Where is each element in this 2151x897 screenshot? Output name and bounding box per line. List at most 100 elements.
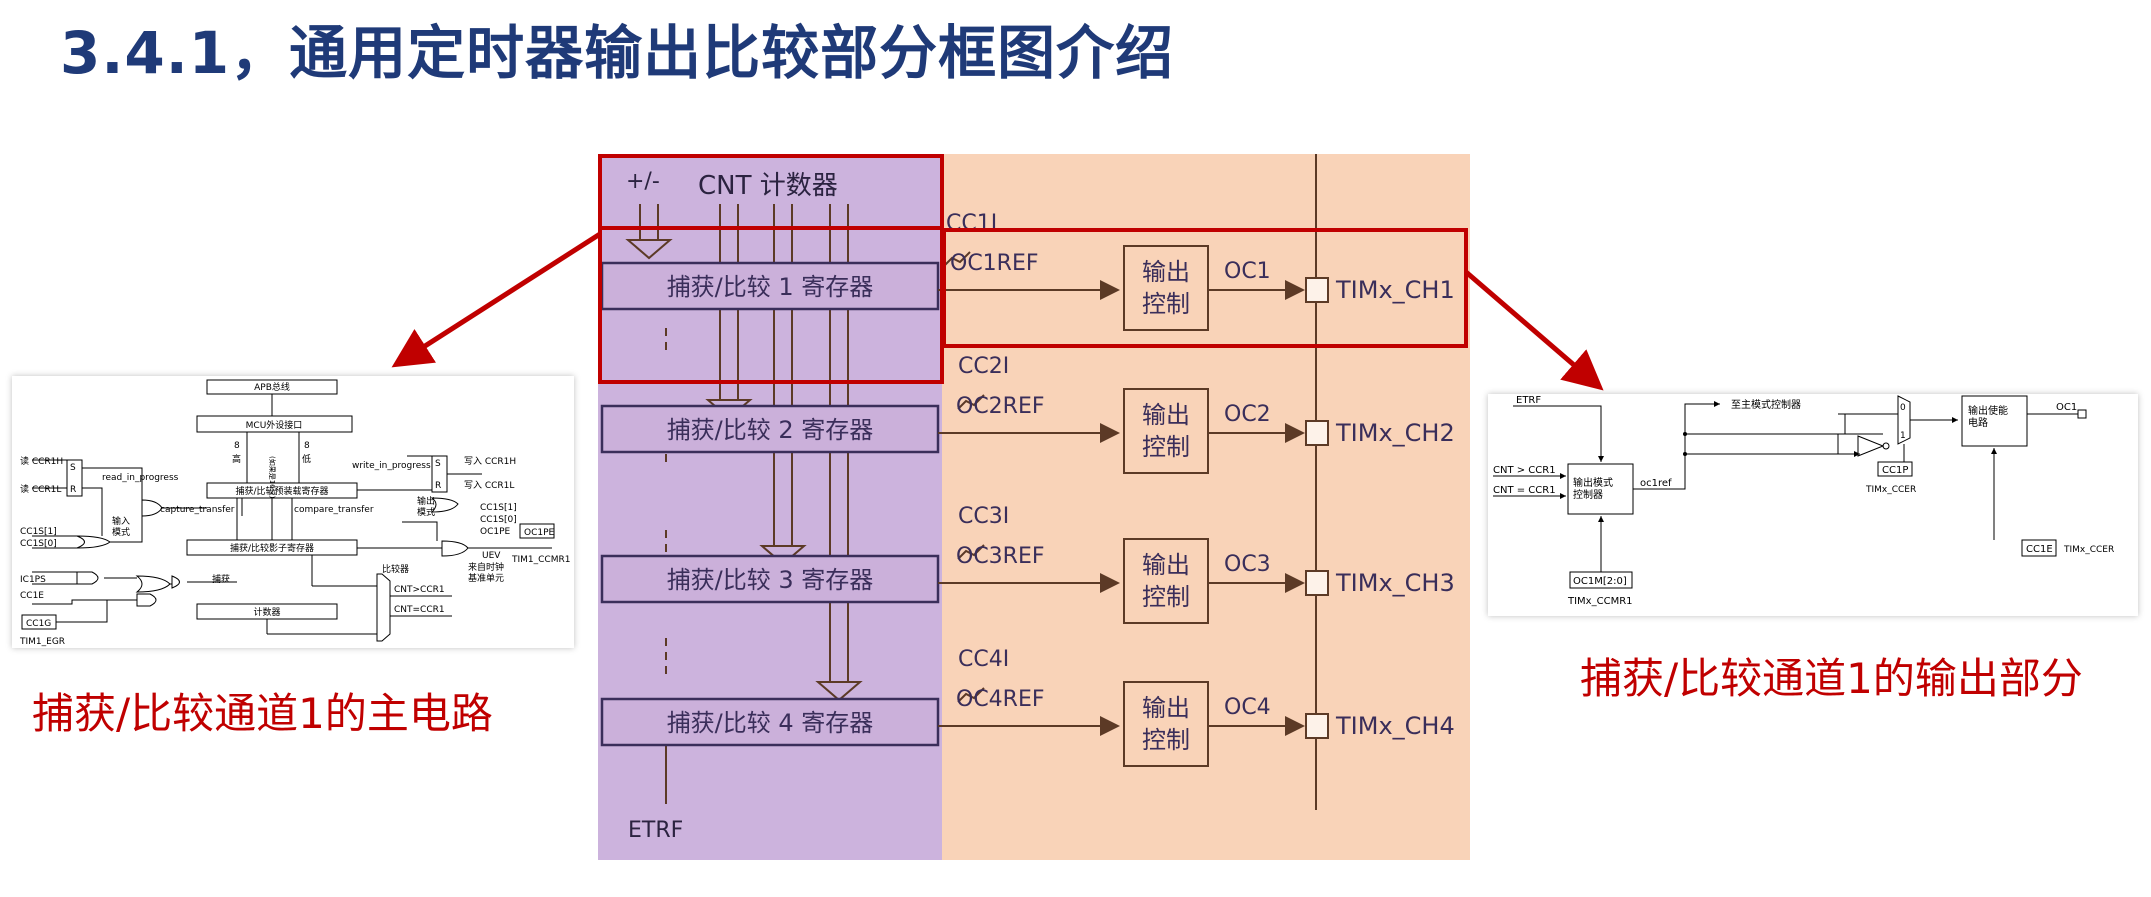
interrupt-signal-1	[943, 251, 971, 267]
capture-compare-register-4	[600, 697, 940, 747]
bus-arrow-1	[625, 204, 673, 260]
read-in-progress-label: read_in_progress	[102, 473, 179, 483]
oc1-pin	[2077, 409, 2087, 419]
interrupt-label-1: CC1I	[946, 211, 997, 236]
output-enable-label: 输出使能电路	[1968, 404, 2008, 429]
caption-main-circuit: 捕获/比较通道1的主电路	[32, 689, 493, 738]
ref-label-2: OC2REF	[956, 394, 1045, 419]
output-enable-box	[1961, 395, 2028, 447]
bus16-label: (如果是16位)	[268, 456, 277, 499]
ref-label-1: OC1REF	[950, 251, 1039, 276]
capture-compare-register-2	[600, 404, 940, 454]
cc1s1-right: CC1S[1]	[480, 503, 517, 513]
oc1-label: OC1	[2056, 402, 2077, 413]
latch-right-r: R	[435, 481, 441, 491]
timx-ccmr1-label: TIMx_CCMR1	[1567, 596, 1633, 607]
register-label-4: 捕获/比较 4 寄存器	[667, 709, 874, 737]
output-control-label-a-1: 输出	[1142, 258, 1190, 286]
oc1m-label: OC1M[2:0]	[1573, 576, 1627, 587]
pin-label-2: TIMx_CH2	[1335, 419, 1455, 447]
mux-0-label: 0	[1900, 403, 1906, 413]
etrf-label: ETRF	[1516, 395, 1541, 406]
cnt-eq-label: CNT = CCR1	[1493, 485, 1556, 496]
oc-label-4: OC4	[1224, 695, 1271, 720]
counter-label: 计数器	[253, 606, 280, 618]
pin-label-3: TIMx_CH3	[1335, 569, 1455, 597]
input-mode-gate	[141, 499, 163, 517]
updown-label: +/-	[626, 169, 660, 194]
capture-compare-register-3	[600, 554, 940, 604]
apb-bus-label: APB总线	[254, 381, 290, 393]
pin-square-4	[1305, 713, 1329, 739]
mcu-interface-box	[196, 415, 353, 433]
comparator-shape	[376, 573, 391, 642]
write-ccr1l-label: 写入 CCR1L	[464, 480, 514, 491]
oc1ref-label: oc1ref	[1640, 478, 1672, 489]
oc1pe-box-label: OC1PE	[524, 528, 555, 538]
output-mode-label: 输出模式	[417, 495, 435, 518]
pin-square-2	[1305, 420, 1329, 446]
capture-and-gate	[171, 575, 180, 589]
timx-ccer-label-2: TIMx_CCER	[2063, 545, 2114, 555]
arrow-to-main-circuit	[391, 231, 602, 368]
output-mode-controller-box	[1567, 463, 1634, 515]
cnt-gt-ccr1-label: CNT>CCR1	[394, 585, 445, 595]
output-control-label-a-2: 输出	[1142, 401, 1190, 429]
output-mux	[1897, 395, 1911, 445]
output-control-box-2	[1123, 388, 1209, 474]
interrupt-label-4: CC4I	[958, 647, 1009, 672]
cc1e-box	[2021, 539, 2057, 557]
pin-square-1	[1305, 277, 1329, 303]
output-control-label-a-3: 输出	[1142, 551, 1190, 579]
capture-compare-register-1	[600, 261, 940, 311]
pin-label-1: TIMx_CH1	[1335, 276, 1455, 304]
preload-register-label: 捕获/比较预装载寄存器	[235, 485, 328, 497]
output-mode-gate	[441, 540, 469, 557]
output-part-diagram: ETRF 至主模式控制器 CNT > CCR1 CNT = CCR1 输出模式控…	[1493, 395, 2114, 607]
output-control-label-b-3: 控制	[1142, 583, 1190, 611]
oc1pe-in-label: OC1PE	[480, 527, 511, 537]
latch-left-s: S	[70, 463, 76, 473]
cc1g-label: CC1G	[26, 619, 51, 629]
output-control-label-b-4: 控制	[1142, 726, 1190, 754]
output-control-box-4	[1123, 681, 1209, 767]
cc1e-label: CC1E	[20, 591, 44, 601]
ic1ps-label: IC1PS	[20, 575, 46, 585]
from-timebase-label: 来自时钟基准单元	[468, 561, 504, 584]
high-label: 高	[232, 453, 241, 465]
cnt-gt-label: CNT > CCR1	[1493, 465, 1556, 476]
oc-label-1: OC1	[1224, 259, 1271, 284]
read-ccr1h-label: 读 CCR1H	[20, 455, 63, 467]
cc1p-box	[1877, 461, 1913, 477]
write-ccr1h-label: 写入 CCR1H	[464, 456, 516, 467]
output-control-label-a-4: 输出	[1142, 694, 1190, 722]
or-gate-1	[76, 535, 111, 549]
etrf-label: ETRF	[628, 818, 683, 843]
register-label-2: 捕获/比较 2 寄存器	[667, 416, 874, 444]
ocmode-controller-label: 输出模式控制器	[1573, 476, 1613, 501]
and-gate-2	[136, 593, 157, 607]
comparator-label: 比较器	[382, 563, 409, 575]
output-control-label-b-1: 控制	[1142, 290, 1190, 318]
arrow-to-output-part	[1464, 270, 1604, 391]
sr-latch-left	[66, 459, 83, 497]
interrupt-signal-4	[957, 687, 985, 703]
interrupt-signal-3	[957, 544, 985, 560]
output-part-detail-panel: ETRF 至主模式控制器 CNT > CCR1 CNT = CCR1 输出模式控…	[1488, 394, 2138, 616]
read-ccr1l-label: 读 CCR1L	[20, 483, 61, 495]
ref-label-4: OC4REF	[956, 687, 1045, 712]
pin-label-4: TIMx_CH4	[1335, 712, 1455, 740]
shadow-register-label: 捕获/比较影子寄存器	[230, 542, 314, 554]
main-circuit-diagram: APB总线 MCU外设接口 捕获/比较预装载寄存器 捕获/比较影子寄存器 计数器…	[19, 379, 570, 647]
output-control-box-1	[1123, 245, 1209, 331]
counter-label: CNT 计数器	[698, 171, 838, 201]
bit8-right: 8	[304, 441, 310, 451]
output-control-label-b-2: 控制	[1142, 433, 1190, 461]
and-gate-1	[76, 571, 99, 585]
